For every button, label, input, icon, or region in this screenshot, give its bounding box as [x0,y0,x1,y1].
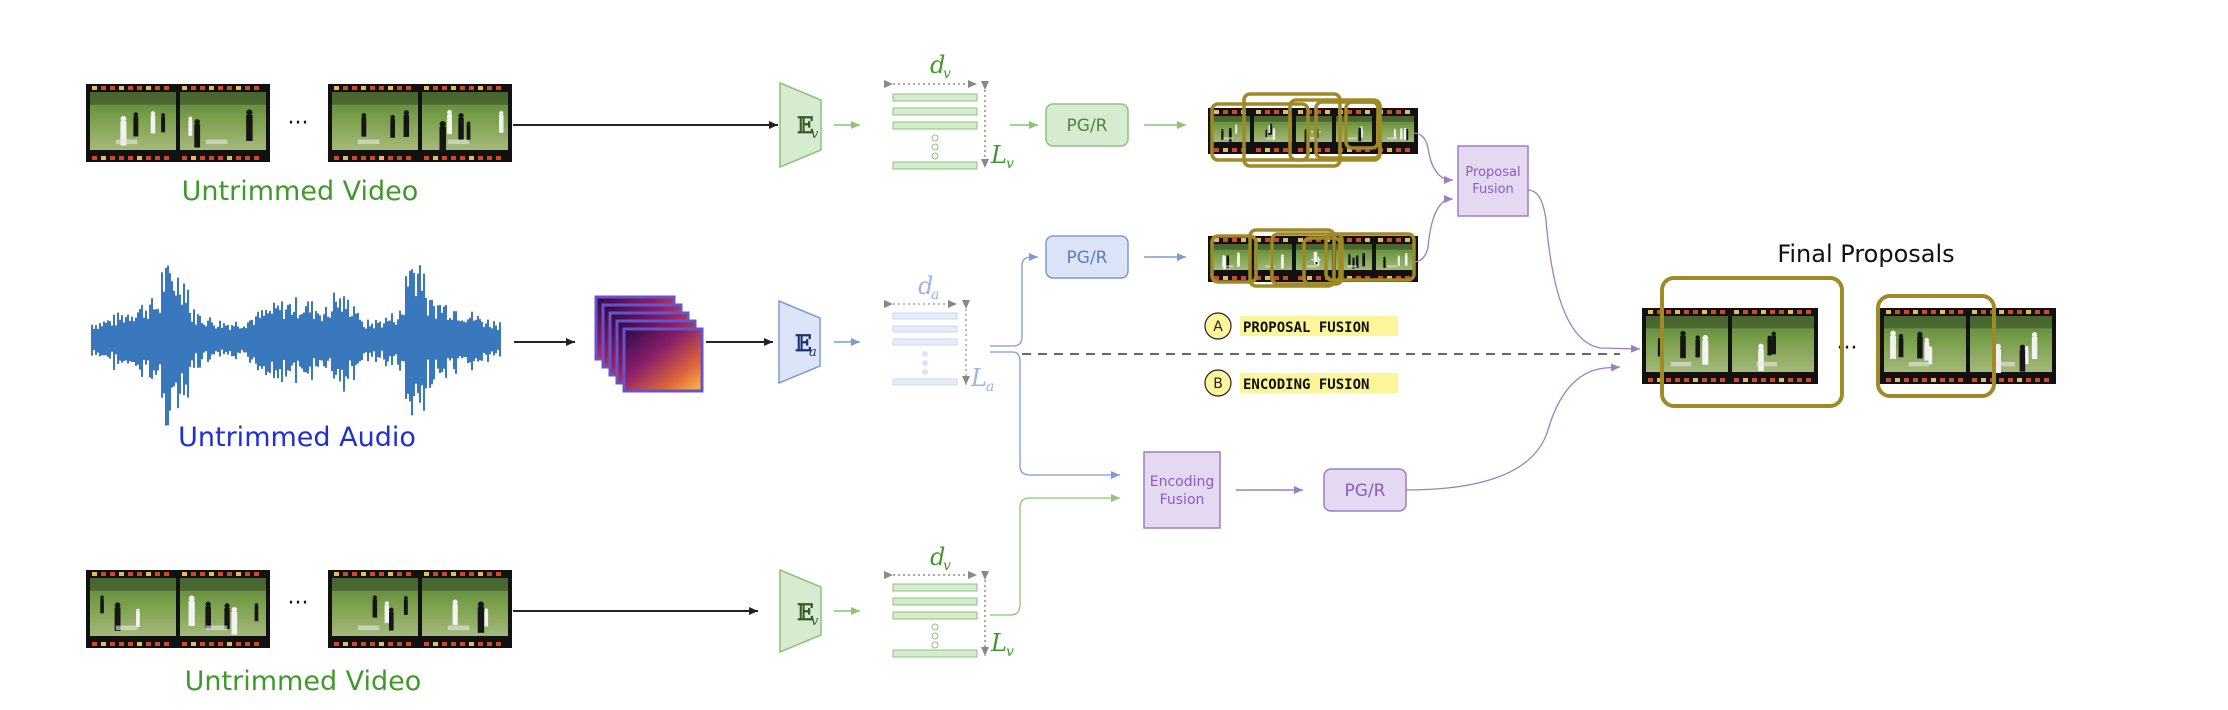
encoding-fusion-box: Encoding Fusion [1143,451,1221,529]
length-subscript: a [986,379,994,395]
length-subscript: v [1006,156,1014,172]
arrow-video-proposals-to-fusion [1412,132,1453,184]
video-encoder-top: 𝔼 v [779,81,822,169]
svg-text:PROPOSAL FUSION: PROPOSAL FUSION [1243,320,1369,336]
audio-waveform [91,265,501,426]
video-strip-top: ··· [86,84,512,162]
dim-subscript: v [943,558,951,574]
spectrogram-stack [594,295,704,393]
svg-text:···: ··· [1310,253,1321,267]
pgr-module-fused: PG/R [1323,468,1407,512]
length-subscript: v [1006,644,1014,660]
encoder-symbol: 𝔼 [797,113,814,139]
arrow-video-to-encoding-fusion [990,494,1120,616]
encoder-symbol: 𝔼 [797,600,814,626]
arrow-proposal-fusion-to-final [1527,189,1641,353]
encoder-subscript: v [811,614,819,629]
svg-text:B: B [1213,376,1223,392]
proposal-strip-video: ··· [1208,92,1418,168]
svg-text:Fusion: Fusion [1472,182,1514,197]
encoder-subscript: a [809,345,817,360]
final-proposals-strip: ··· [1642,276,2056,408]
label-untrimmed-audio: Untrimmed Audio [178,422,416,453]
dim-label: d [930,51,945,79]
dim-label: d [930,543,945,571]
video-features-bottom: d v L v [884,543,1014,660]
svg-text:PG/R: PG/R [1067,248,1108,268]
audio-features: d a L a [884,272,994,395]
arrow-pgr-to-final [1405,363,1621,491]
option-proposal-fusion: A PROPOSAL FUSION [1204,312,1398,340]
length-label: L [990,141,1007,169]
svg-text:Fusion: Fusion [1160,492,1205,508]
pgr-module-video: PG/R [1045,103,1129,147]
length-label: L [990,629,1007,657]
option-encoding-fusion: B ENCODING FUSION [1204,369,1398,397]
pgr-module-audio: PG/R [1045,235,1129,279]
video-features-top: d v L v [884,51,1014,172]
label-untrimmed-video-top: Untrimmed Video [182,176,419,207]
video-encoder-bottom: 𝔼 v [779,568,822,654]
svg-text:PG/R: PG/R [1067,116,1108,136]
encoder-symbol: 𝔼 [795,331,812,357]
video-strip-bottom: ··· [86,570,512,648]
svg-text:ENCODING FUSION: ENCODING FUSION [1243,377,1369,393]
arrow-audio-to-pgr [990,253,1038,347]
svg-text:···: ··· [1837,336,1858,361]
proposal-fusion-box: Proposal Fusion [1457,145,1529,217]
proposal-strip-audio: ··· [1208,228,1418,288]
audio-encoder: 𝔼 a [778,299,821,385]
length-label: L [970,364,987,392]
label-untrimmed-video-bottom: Untrimmed Video [185,666,422,697]
encoder-subscript: v [811,127,819,142]
svg-text:Proposal: Proposal [1465,165,1520,180]
ellipsis: ··· [288,111,309,136]
svg-text:A: A [1213,319,1223,335]
ellipsis: ··· [288,591,309,616]
dim-label: d [918,272,933,300]
dim-subscript: v [943,66,951,82]
final-proposals-title: Final Proposals [1777,240,1954,268]
svg-text:Encoding: Encoding [1150,474,1215,490]
arrow-audio-to-encoding-fusion [990,351,1120,479]
dim-subscript: a [931,287,939,303]
arrow-audio-proposals-to-fusion [1412,195,1453,263]
svg-text:PG/R: PG/R [1345,481,1386,501]
